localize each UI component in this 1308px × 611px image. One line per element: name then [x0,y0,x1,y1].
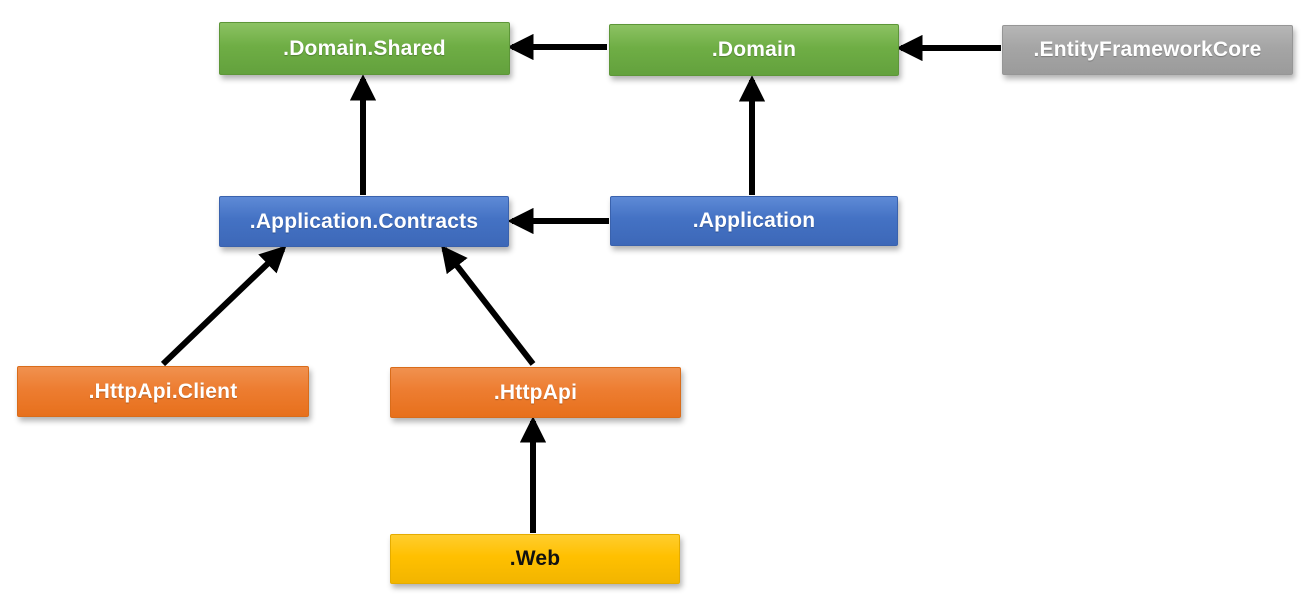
node-web: .Web [390,534,680,584]
node-application-contracts: .Application.Contracts [219,196,509,247]
arrow-httpapi-to-app-contracts [441,245,536,366]
arrow-httpapi-client-to-app-contracts [160,245,287,367]
node-domain: .Domain [609,24,899,76]
node-entity-framework-core: .EntityFrameworkCore [1002,25,1293,75]
node-domain-shared: .Domain.Shared [219,22,510,75]
node-application: .Application [610,196,898,246]
node-httpapi-client: .HttpApi.Client [17,366,309,417]
node-httpapi: .HttpApi [390,367,681,418]
